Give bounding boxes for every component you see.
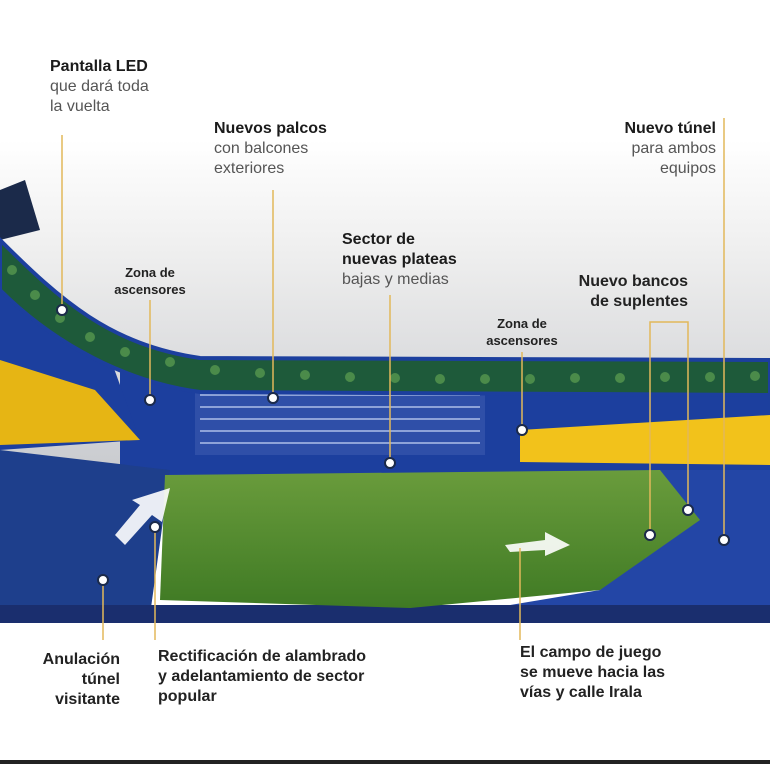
- label-text: exteriores: [214, 160, 285, 177]
- callout-lines: [61, 118, 725, 640]
- label-pantalla-led: Pantalla LED que dará toda la vuelta: [50, 57, 149, 117]
- label-text: El campo de juego: [520, 644, 662, 661]
- left-tower: [0, 180, 40, 240]
- label-title: Sector de: [342, 231, 415, 248]
- label-title: nuevas plateas: [342, 251, 457, 268]
- label-bancos-suplentes: Nuevo bancos de suplentes: [579, 272, 688, 312]
- label-text: Anulación: [42, 651, 120, 668]
- lower-stand-left: [0, 450, 170, 620]
- left-yellow: [0, 360, 140, 445]
- label-text: túnel: [81, 671, 120, 688]
- label-text: bajas y medias: [342, 271, 449, 288]
- label-text: la vuelta: [50, 98, 110, 115]
- label-title: Nuevo túnel: [624, 120, 716, 137]
- label-text: y adelantamiento de sector: [158, 668, 365, 685]
- label-text: de suplentes: [590, 293, 688, 310]
- label-sector-plateas: Sector de nuevas plateas bajas y medias: [342, 230, 457, 290]
- label-campo-juego: El campo de juego se mueve hacia las vía…: [520, 643, 665, 703]
- label-ascensores-left: Zona de ascensores: [95, 264, 205, 298]
- label-text: vías y calle Irala: [520, 684, 642, 701]
- label-anulacion-tunel: Anulación túnel visitante: [43, 650, 120, 710]
- label-text: Rectificación de alambrado: [158, 648, 367, 665]
- arrow-icon: [115, 488, 170, 545]
- label-text: Zona de: [125, 265, 175, 280]
- label-text: que dará toda: [50, 78, 149, 95]
- arrow-icon: [505, 532, 570, 556]
- label-text: visitante: [55, 691, 120, 708]
- label-text: Nuevo bancos: [578, 273, 688, 290]
- label-text: para ambos: [631, 140, 717, 157]
- label-nuevo-tunel: Nuevo túnel para ambos equipos: [624, 119, 716, 179]
- label-text: con balcones: [214, 140, 309, 157]
- label-nuevos-palcos: Nuevos palcos con balcones exteriores: [214, 119, 327, 179]
- callout-dots: [56, 304, 730, 586]
- label-title: Pantalla LED: [50, 58, 148, 75]
- label-ascensores-right: Zona de ascensores: [467, 315, 577, 349]
- label-text: se mueve hacia las: [520, 664, 665, 681]
- label-text: equipos: [659, 160, 716, 177]
- label-text: ascensores: [486, 333, 558, 348]
- label-rectificacion: Rectificación de alambrado y adelantamie…: [158, 647, 366, 707]
- label-text: Zona de: [497, 316, 547, 331]
- label-text: popular: [158, 688, 217, 705]
- yellow-stand-right: [520, 415, 770, 465]
- playing-field: [160, 470, 700, 608]
- bottom-rule: [0, 760, 770, 764]
- label-text: ascensores: [114, 282, 186, 297]
- label-title: Nuevos palcos: [214, 120, 327, 137]
